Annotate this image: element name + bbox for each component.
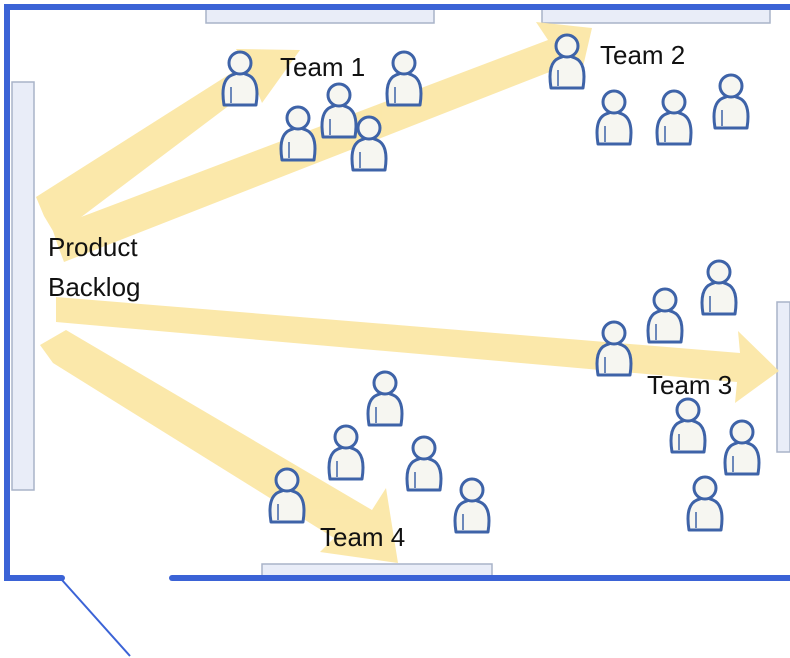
arrow-to-team-3 <box>56 297 779 403</box>
arrow-to-team-4 <box>40 330 398 563</box>
team-4-label: Team 4 <box>320 522 405 552</box>
person-icon <box>723 419 761 476</box>
person-icon <box>548 33 586 90</box>
person-icon <box>385 50 423 107</box>
arrow-to-team-2 <box>52 22 592 262</box>
backlog-label-line-2: Backlog <box>48 272 141 302</box>
person-icon <box>320 82 358 139</box>
person-icon <box>646 287 684 344</box>
person-icon <box>655 89 693 146</box>
whiteboard-left <box>11 81 35 491</box>
person-icon <box>712 73 750 130</box>
person-icon <box>405 435 443 492</box>
door-line <box>61 579 131 657</box>
person-icon <box>279 105 317 162</box>
person-icon <box>268 467 306 524</box>
person-icon <box>366 370 404 427</box>
person-icon <box>700 259 738 316</box>
person-icon <box>327 424 365 481</box>
person-icon <box>350 115 388 172</box>
window-top-left <box>205 8 435 24</box>
person-icon <box>221 50 259 107</box>
room-wall <box>4 4 790 581</box>
person-icon <box>595 89 633 146</box>
person-icon <box>453 477 491 534</box>
person-icon <box>595 320 633 377</box>
window-top-right <box>541 8 771 24</box>
team-1-label: Team 1 <box>280 52 365 82</box>
team-2-label: Team 2 <box>600 40 685 70</box>
team-3-label: Team 3 <box>647 370 732 400</box>
window-right <box>776 301 790 453</box>
person-icon <box>686 475 724 532</box>
backlog-label-line-1: Product <box>48 232 138 262</box>
person-icon <box>669 397 707 454</box>
